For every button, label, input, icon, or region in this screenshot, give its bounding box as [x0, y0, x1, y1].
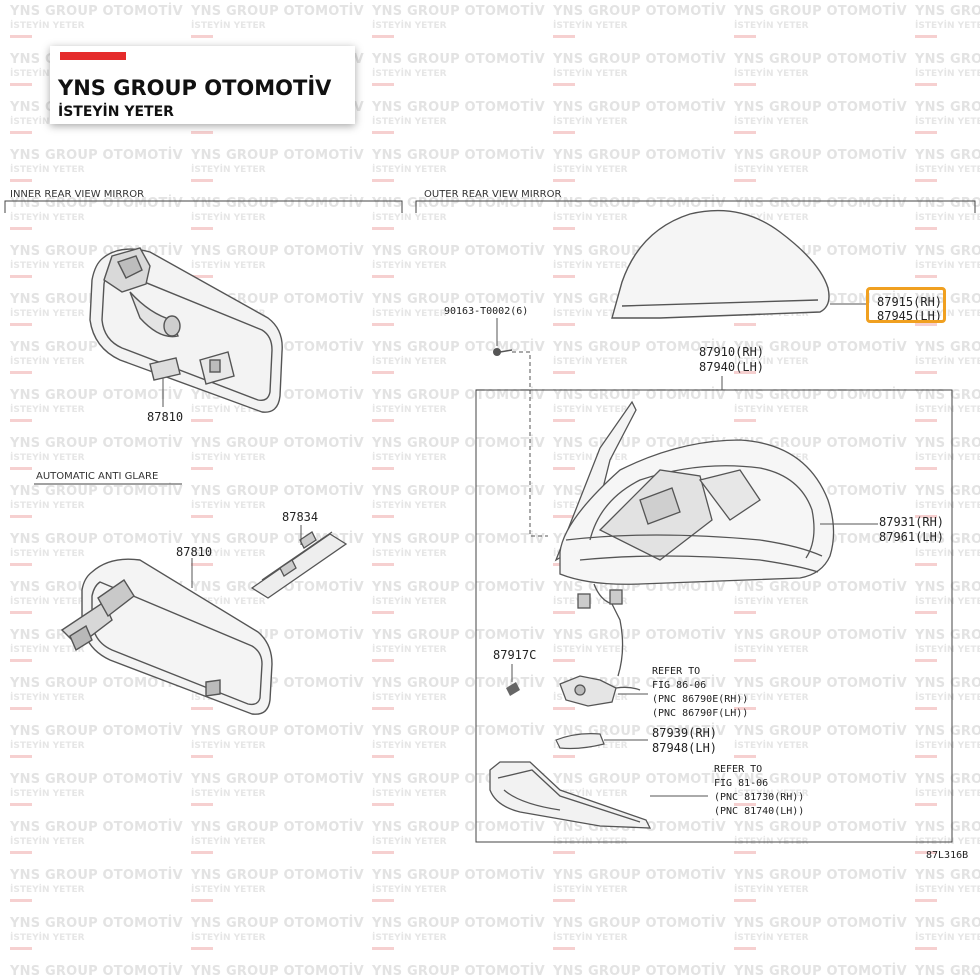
- part-label-glass-rh: 87931(RH): [879, 515, 944, 529]
- logo-subtitle: İSTEYİN YETER: [58, 104, 174, 120]
- clip-drawing: [506, 682, 520, 696]
- section-auto-title: AUTOMATIC ANTI GLARE: [36, 471, 158, 482]
- part-label-assy-lh: 87940(LH): [699, 360, 764, 374]
- screw-drawing: [493, 348, 513, 356]
- turn-signal-drawing: [489, 761, 652, 829]
- bracket-drawing: [250, 531, 348, 599]
- part-label-auto-mirror: 87810: [176, 545, 212, 559]
- section-inner-title: INNER REAR VIEW MIRROR: [10, 189, 144, 200]
- inner-mirror-drawing: [89, 247, 283, 413]
- assembly-frame: [475, 389, 953, 843]
- part-label-bracket: 87834: [282, 510, 318, 524]
- ref2-line3: (PNC 81730(RH)): [714, 792, 804, 803]
- ref2-line4: (PNC 81740(LH)): [714, 806, 804, 817]
- part-label-glass-lh: 87961(LH): [879, 530, 944, 544]
- mirror-assembly-drawing: [554, 400, 835, 677]
- ref1-line1: REFER TO: [652, 666, 700, 677]
- lamp-bracket-drawing: [555, 733, 605, 750]
- part-label-screw: 90163-T0002(6): [444, 306, 528, 317]
- motor-drawing: [559, 675, 641, 707]
- part-label-assy-rh: 87910(RH): [699, 345, 764, 359]
- diagram-code: 87L316B: [926, 850, 968, 861]
- part-label-lamp-lh: 87948(LH): [652, 741, 717, 755]
- auto-mirror-drawing: [60, 558, 273, 715]
- section-outer-title: OUTER REAR VIEW MIRROR: [424, 189, 561, 200]
- logo-title: YNS GROUP OTOMOTİV: [58, 76, 332, 100]
- ref1-line3: (PNC 86790E(RH)): [652, 694, 748, 705]
- brand-logo-card: YNS GROUP OTOMOTİV İSTEYİN YETER: [50, 46, 355, 124]
- part-label-inner-mirror: 87810: [147, 410, 183, 424]
- highlight-box: [866, 287, 946, 323]
- mirror-cover-drawing: [611, 209, 830, 319]
- part-label-cover-lh: 87945(LH): [877, 309, 942, 323]
- ref1-line2: FIG 86-06: [652, 680, 706, 691]
- ref2-line1: REFER TO: [714, 764, 762, 775]
- logo-accent-bar: [60, 52, 126, 60]
- part-label-lamp-rh: 87939(RH): [652, 726, 717, 740]
- part-label-cover-rh: 87915(RH): [877, 295, 942, 309]
- ref2-line2: FIG 81-06: [714, 778, 768, 789]
- part-label-clip: 87917C: [493, 648, 536, 662]
- ref1-line4: (PNC 86790F(LH)): [652, 708, 748, 719]
